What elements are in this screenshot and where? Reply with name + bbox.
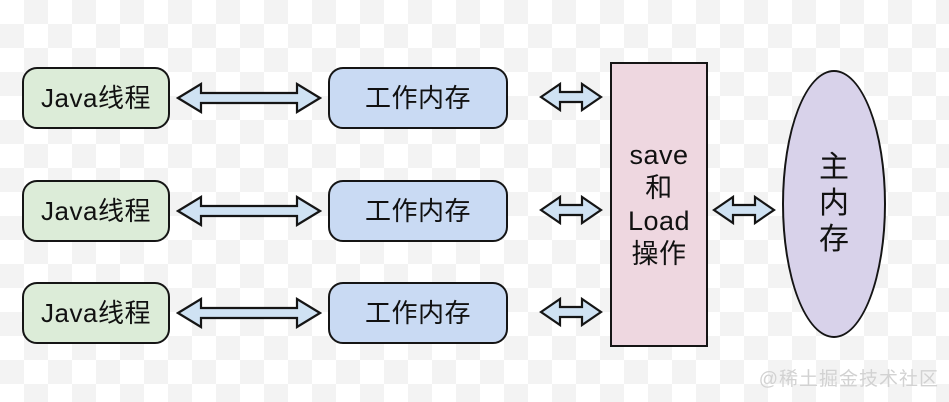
bidirectional-arrow-icon <box>176 297 322 329</box>
save-load-line: save <box>629 139 689 170</box>
main-memory-ellipse: 主 内 存 <box>782 70 886 338</box>
working-memory-label: 工作内存 <box>364 83 471 113</box>
bidirectional-arrow-icon <box>539 194 603 226</box>
bidirectional-arrow-icon <box>176 195 322 227</box>
watermark: @稀土掘金技术社区 <box>758 369 939 390</box>
java-thread-label: Java线程 <box>41 83 151 113</box>
java-thread-label: Java线程 <box>41 196 151 226</box>
working-memory-label: 工作内存 <box>364 196 471 226</box>
working-memory-box-1: 工作内存 <box>328 67 508 129</box>
java-thread-box-1: Java线程 <box>22 67 170 129</box>
bidirectional-arrow-icon <box>539 81 603 113</box>
save-load-line: 操作 <box>631 238 687 269</box>
main-memory-char: 存 <box>819 223 849 256</box>
java-thread-label: Java线程 <box>41 298 151 328</box>
java-thread-box-2: Java线程 <box>22 180 170 242</box>
main-memory-char: 主 <box>819 151 849 184</box>
working-memory-box-2: 工作内存 <box>328 180 508 242</box>
save-load-line: 和 <box>645 172 673 203</box>
bidirectional-arrow-icon <box>712 194 776 226</box>
bidirectional-arrow-icon <box>539 296 603 328</box>
working-memory-box-3: 工作内存 <box>328 282 508 344</box>
main-memory-char: 内 <box>819 187 849 220</box>
bidirectional-arrow-icon <box>176 82 322 114</box>
save-load-operations-box: save 和 Load 操作 <box>610 62 708 347</box>
save-load-line: Load <box>627 205 691 236</box>
working-memory-label: 工作内存 <box>364 298 471 328</box>
java-thread-box-3: Java线程 <box>22 282 170 344</box>
